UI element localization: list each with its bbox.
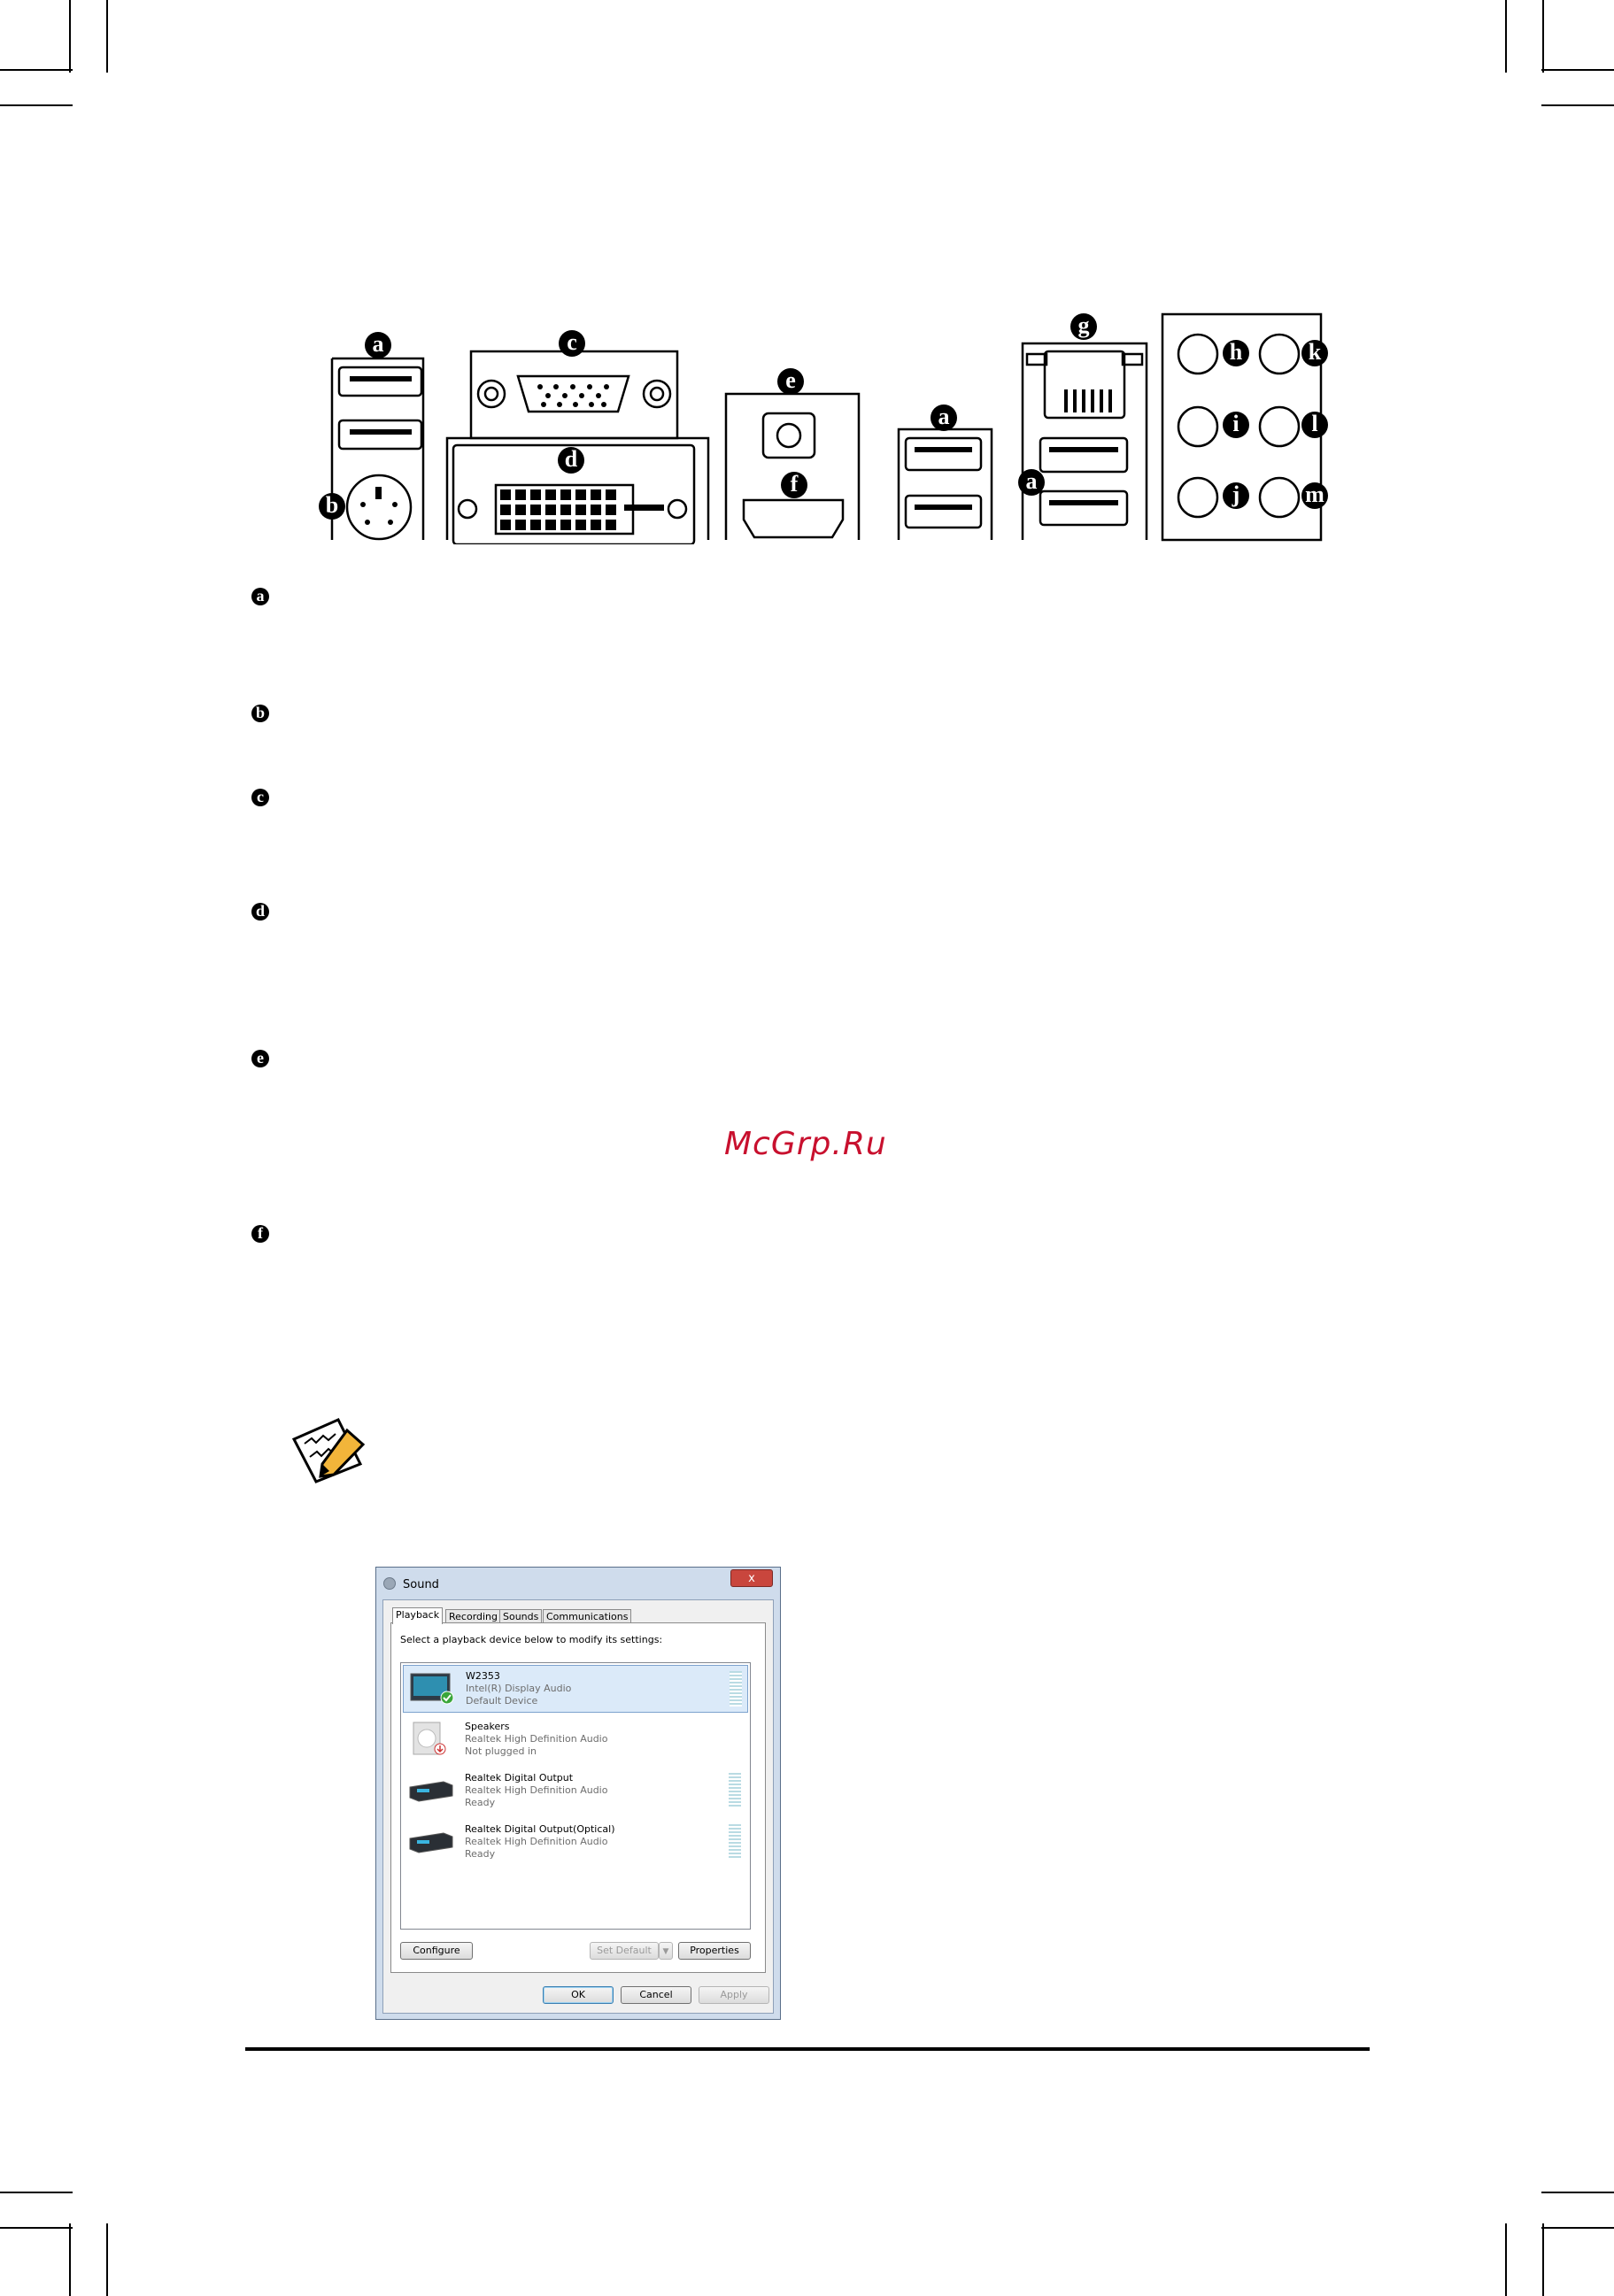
device-name: W2353	[466, 1670, 500, 1682]
device-driver: Intel(R) Display Audio	[466, 1683, 572, 1694]
description-bullet-d: d	[251, 903, 269, 921]
crop-mark	[69, 2223, 71, 2296]
description-bullet-e: e	[251, 1050, 269, 1067]
properties-button[interactable]: Properties	[678, 1942, 751, 1960]
sound-dialog: Sound x Playback Recording Sounds Commun…	[375, 1567, 781, 2020]
device-name: Speakers	[465, 1721, 510, 1732]
dialog-body: Playback Recording Sounds Communications…	[382, 1599, 774, 2014]
apply-button[interactable]: Apply	[699, 1986, 769, 2004]
crop-mark	[1505, 0, 1507, 73]
callout-b: b	[319, 493, 345, 520]
description-bullet-b: b	[251, 705, 269, 722]
speaker-icon	[413, 1722, 446, 1755]
cancel-button[interactable]: Cancel	[621, 1986, 691, 2004]
device-item[interactable]: Realtek Digital Output(Optical) Realtek …	[403, 1819, 748, 1867]
tab-playback[interactable]: Playback	[392, 1607, 444, 1624]
callout-k: k	[1301, 340, 1328, 366]
tab-sounds[interactable]: Sounds	[499, 1609, 543, 1623]
crop-mark	[69, 0, 71, 73]
set-default-dropdown[interactable]: ▼	[659, 1942, 673, 1960]
receiver-icon	[409, 1832, 453, 1853]
callout-a: a	[365, 332, 391, 358]
callout-a: a	[1018, 469, 1045, 496]
ok-button[interactable]: OK	[543, 1986, 614, 2004]
crop-mark	[1542, 0, 1544, 73]
device-driver: Realtek High Definition Audio	[465, 1836, 608, 1847]
crop-mark	[106, 2223, 108, 2296]
callout-d: d	[558, 447, 584, 474]
crop-mark	[1541, 104, 1614, 106]
callout-a: a	[931, 404, 957, 431]
device-list: W2353 Intel(R) Display Audio Default Dev…	[400, 1662, 751, 1930]
volume-meter	[729, 1824, 741, 1860]
device-status: Ready	[465, 1797, 496, 1808]
crop-mark	[1541, 2192, 1614, 2193]
crop-mark	[1541, 69, 1614, 71]
callout-c: c	[559, 330, 585, 357]
callout-h: h	[1223, 340, 1249, 366]
instruction-text: Select a playback device below to modify…	[400, 1634, 663, 1645]
configure-button[interactable]: Configure	[400, 1942, 473, 1960]
monitor-icon	[410, 1673, 454, 1705]
device-driver: Realtek High Definition Audio	[465, 1784, 608, 1796]
crop-mark	[106, 0, 108, 73]
device-item[interactable]: Realtek Digital Output Realtek High Defi…	[403, 1768, 748, 1815]
chevron-down-icon: ▼	[662, 1947, 669, 1956]
footer-rule	[245, 2047, 1370, 2051]
crop-mark	[0, 69, 73, 71]
speaker-icon	[383, 1577, 396, 1590]
tab-communications[interactable]: Communications	[543, 1609, 632, 1623]
callout-i: i	[1223, 412, 1249, 438]
volume-meter	[729, 1773, 741, 1808]
device-status: Default Device	[466, 1695, 538, 1707]
device-item[interactable]: Speakers Realtek High Definition Audio N…	[403, 1716, 748, 1764]
crop-mark	[1542, 2223, 1544, 2296]
crop-mark	[1541, 2227, 1614, 2229]
crop-mark	[1505, 2223, 1507, 2296]
callout-f: f	[781, 472, 807, 498]
watermark: McGrp.Ru	[724, 1126, 887, 1162]
callout-e: e	[777, 368, 804, 395]
tab-recording[interactable]: Recording	[445, 1609, 502, 1623]
dialog-title: Sound	[403, 1578, 439, 1591]
close-button[interactable]: x	[730, 1569, 773, 1587]
device-driver: Realtek High Definition Audio	[465, 1733, 608, 1745]
description-bullet-c: c	[251, 789, 269, 806]
playback-panel: Select a playback device below to modify…	[390, 1622, 766, 1973]
set-default-button[interactable]: Set Default	[590, 1942, 659, 1960]
callout-l: l	[1301, 412, 1328, 438]
device-status: Not plugged in	[465, 1745, 537, 1757]
crop-mark	[0, 104, 73, 106]
callout-g: g	[1070, 313, 1097, 340]
receiver-icon	[409, 1781, 453, 1802]
device-name: Realtek Digital Output(Optical)	[465, 1823, 615, 1835]
callout-j: j	[1223, 482, 1249, 509]
callout-m: m	[1301, 482, 1328, 509]
device-status: Ready	[465, 1848, 496, 1860]
back-panel-diagram	[330, 312, 1323, 544]
device-item[interactable]: W2353 Intel(R) Display Audio Default Dev…	[403, 1665, 748, 1713]
description-bullet-f: f	[251, 1225, 269, 1243]
note-pencil-icon	[291, 1418, 366, 1483]
crop-mark	[0, 2192, 73, 2193]
description-bullet-a: a	[251, 588, 269, 605]
crop-mark	[0, 2227, 73, 2229]
volume-meter	[730, 1671, 742, 1707]
device-name: Realtek Digital Output	[465, 1772, 574, 1784]
